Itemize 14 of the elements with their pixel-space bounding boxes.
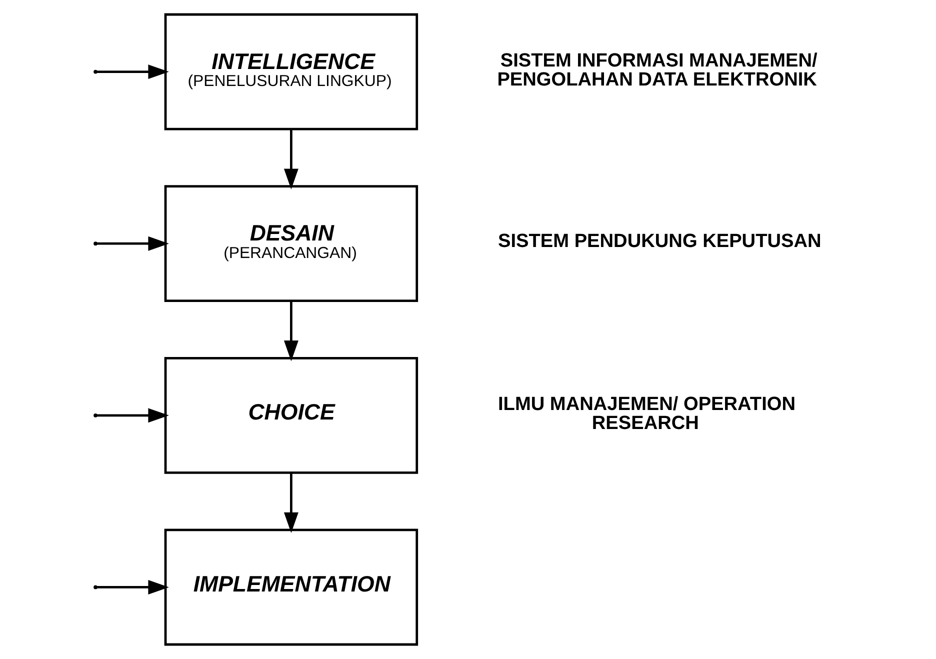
label: SISTEM INFORMASI MANAJEMEN/ PENGOLAHAN DATA ELEKTRONIK (497, 50, 818, 90)
node-box: CHOICE (164, 356, 418, 474)
arrow (97, 64, 169, 80)
node-box: INTELLIGENCE (PENELUSURAN LINGKUP) (164, 13, 418, 130)
arrow (97, 580, 169, 594)
arrow (97, 236, 169, 251)
arrow (97, 408, 169, 423)
arrow (284, 472, 298, 534)
label: ILMU MANAJEMEN/ OPERATION RESEARCH (498, 394, 796, 434)
arrow (284, 300, 298, 362)
node-box: DESAIN (PERANCANGAN) (164, 185, 418, 302)
node-box: IMPLEMENTATION (164, 528, 418, 646)
label: SISTEM PENDUKUNG KEPUTUSAN (498, 230, 822, 252)
arrow (284, 129, 298, 190)
